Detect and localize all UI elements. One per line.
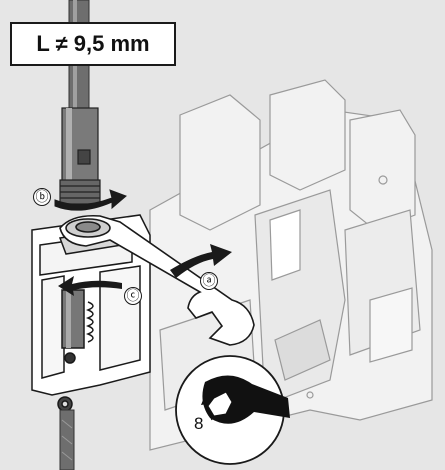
wrench-icon (59, 214, 255, 346)
callout-c: ⓒ (124, 287, 142, 305)
push-arrow-icon (170, 244, 232, 278)
callout-a: ⓐ (200, 272, 218, 290)
rotation-arrow-icon (58, 276, 122, 296)
threaded-sleeve (59, 107, 101, 205)
wrench-size-detail (175, 355, 290, 465)
mounting-bracket (31, 214, 151, 412)
cable-lower (59, 409, 75, 470)
wrench-size-label: 8 (194, 414, 204, 433)
callout-b: ⓑ (33, 188, 51, 206)
length-label: L ≠ 9,5 mm (10, 22, 176, 66)
rotation-arrow-icon (54, 189, 127, 211)
